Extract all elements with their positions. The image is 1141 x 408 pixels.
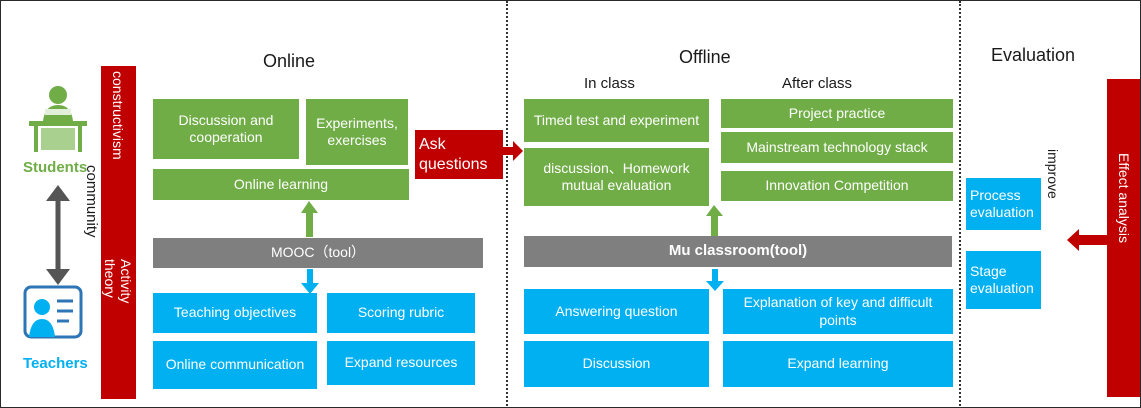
after-class-heading: After class — [782, 75, 853, 92]
offline-discussion-box: Discussion — [524, 341, 709, 387]
mooc-to-online-learning-arrow — [301, 201, 318, 237]
mooc-to-teacher-arrow — [301, 269, 319, 294]
online-heading: Online — [263, 51, 316, 71]
mu-classroom-to-offline-arrow — [706, 205, 723, 236]
divider-offline-evaluation — [959, 1, 961, 407]
theory-bar — [101, 66, 136, 399]
process-evaluation-box: Process evaluation — [966, 178, 1041, 230]
online-learning-box: Online learning — [153, 169, 409, 200]
timed-test-box: Timed test and experiment — [524, 99, 709, 142]
teacher-icon — [23, 285, 83, 339]
student-icon — [29, 86, 87, 152]
scoring-rubric-box: Scoring rubric — [327, 293, 475, 333]
improve-label: improve — [1045, 149, 1061, 199]
mu-classroom-tool-bar: Mu classroom(tool) — [524, 236, 952, 267]
expand-resources-box: Expand resources — [327, 341, 475, 385]
mooc-tool-bar: MOOC（tool） — [153, 238, 483, 268]
technology-stack-box: Mainstream technology stack — [721, 132, 953, 163]
students-label: Students — [23, 159, 88, 176]
effect-analysis-bar — [1107, 79, 1140, 397]
evaluation-heading: Evaluation — [991, 45, 1076, 65]
mu-classroom-to-teacher-arrow — [706, 269, 724, 291]
stage-evaluation-box: Stage evaluation — [966, 251, 1041, 309]
innovation-competition-box: Innovation Competition — [721, 171, 953, 201]
community-label: community — [83, 165, 100, 238]
ask-questions-arrow — [503, 141, 523, 161]
community-double-arrow — [46, 185, 70, 285]
ask-questions-box: Ask questions — [415, 130, 503, 179]
activity-theory-label: Activity theory — [102, 259, 134, 304]
answering-question-box: Answering question — [524, 289, 709, 334]
improve-arrow — [1067, 229, 1107, 251]
divider-online-offline — [506, 1, 508, 407]
online-experiments-box: Experiments, exercises — [306, 99, 408, 165]
key-points-box: Explanation of key and difficult points — [723, 289, 953, 334]
in-class-heading: In class — [584, 75, 635, 92]
online-discussion-box: Discussion and cooperation — [153, 99, 299, 159]
online-communication-box: Online communication — [153, 341, 317, 389]
effect-analysis-label: Effect analysis — [1116, 153, 1132, 244]
homework-evaluation-box: discussion、Homework mutual evaluation — [524, 148, 709, 206]
constructivism-label: constructivism — [110, 71, 126, 160]
expand-learning-box: Expand learning — [723, 341, 953, 387]
project-practice-box: Project practice — [721, 99, 953, 128]
teaching-objectives-box: Teaching objectives — [153, 293, 317, 333]
teachers-label: Teachers — [23, 355, 88, 372]
offline-heading: Offline — [679, 47, 731, 67]
